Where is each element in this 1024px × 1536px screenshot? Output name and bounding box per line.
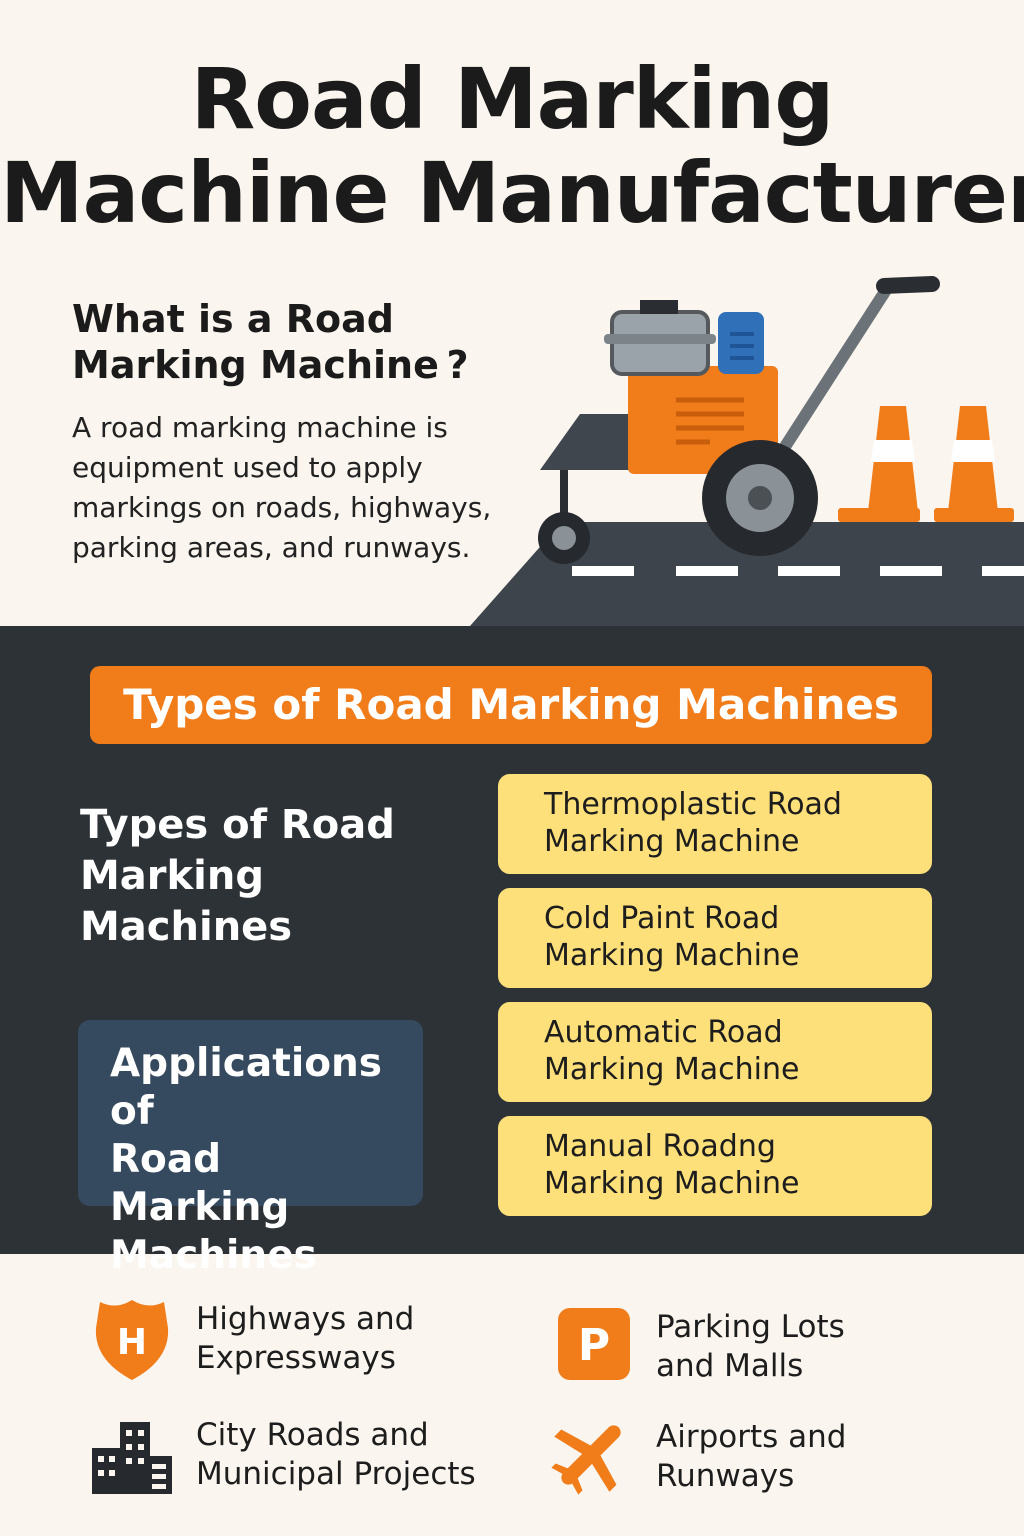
application-line-1: Highways and — [196, 1301, 415, 1337]
road-shape — [470, 522, 1024, 626]
machine-fuel-tank — [718, 312, 764, 374]
types-heading-line: Types of Road — [80, 802, 395, 848]
airplane-icon — [551, 1425, 621, 1495]
applications-box-line: Road Marking — [110, 1137, 290, 1230]
machine-rear-wheel — [702, 440, 818, 556]
intro-question-line-2: Marking Machine ? — [72, 343, 469, 387]
machine-vent — [676, 397, 744, 445]
machine-type-line-2: Marking Machine — [544, 1052, 800, 1087]
types-heading-line: Machines — [80, 904, 293, 950]
application-line-2: and Malls — [656, 1348, 804, 1384]
city-buildings-icon — [92, 1422, 172, 1494]
application-line-1: Airports and — [656, 1419, 847, 1455]
machine-type-line-1: Automatic Road — [544, 1015, 783, 1050]
types-heading: Types of Road Marking Machines — [80, 800, 460, 953]
highway-shield-icon: H — [95, 1300, 169, 1380]
intro-answer-line: markings on roads, highways, — [72, 491, 492, 524]
intro-answer-line: A road marking machine is — [72, 411, 448, 444]
applications-box-line: Applications of — [110, 1041, 382, 1134]
application-line-2: Runways — [656, 1458, 795, 1494]
types-heading-line: Marking — [80, 853, 264, 899]
title-line-1: Road Marking — [190, 50, 835, 148]
intro-answer-line: parking areas, and runways. — [72, 531, 471, 564]
intro-question-line-1: What is a Road — [72, 297, 394, 341]
machine-type-card-cold-paint: Cold Paint Road Marking Machine — [498, 888, 932, 988]
machine-type-line-2: Marking Machine — [544, 824, 800, 859]
machine-handle — [764, 276, 940, 476]
intro-answer-line: equipment used to apply — [72, 451, 423, 484]
parking-badge-letter: P — [578, 1320, 610, 1371]
application-parking: Parking Lots and Malls — [656, 1308, 845, 1386]
road-marking-machine-illustration — [470, 276, 1024, 626]
application-city-roads: City Roads and Municipal Projects — [196, 1416, 476, 1494]
machine-type-card-manual: Manual Roadng Marking Machine — [498, 1116, 932, 1216]
application-highways: Highways and Expressways — [196, 1300, 414, 1378]
machine-front-wheel — [538, 512, 590, 564]
traffic-cone-2 — [934, 406, 1014, 522]
machine-type-card-thermoplastic: Thermoplastic Road Marking Machine — [498, 774, 932, 874]
machine-type-line-2: Marking Machine — [544, 1166, 800, 1201]
machine-type-line-1: Manual Roadng — [544, 1129, 776, 1164]
application-line-2: Expressways — [196, 1340, 396, 1376]
types-banner: Types of Road Marking Machines — [90, 666, 932, 744]
application-line-2: Municipal Projects — [196, 1456, 476, 1492]
title-line-2: Machine Manufacturer — [0, 144, 1024, 242]
highway-badge-letter: H — [117, 1322, 147, 1363]
application-line-1: Parking Lots — [656, 1309, 845, 1345]
machine-type-line-1: Cold Paint Road — [544, 901, 780, 936]
intro-answer: A road marking machine is equipment used… — [72, 408, 522, 568]
parking-icon: P — [558, 1308, 630, 1380]
application-line-1: City Roads and — [196, 1417, 429, 1453]
traffic-cone-1 — [838, 406, 920, 522]
machine-type-card-automatic: Automatic Road Marking Machine — [498, 1002, 932, 1102]
intro-question: What is a Road Marking Machine ? — [72, 296, 492, 388]
machine-type-line-1: Thermoplastic Road — [544, 787, 842, 822]
applications-box: Applications of Road Marking Machines — [78, 1020, 423, 1278]
application-airports: Airports and Runways — [656, 1418, 846, 1496]
applications-box-line: Machines — [110, 1233, 317, 1278]
page-title: Road Marking Machine Manufacturer — [0, 52, 1024, 240]
road-lane-dashes — [572, 566, 1024, 576]
machine-type-line-2: Marking Machine — [544, 938, 800, 973]
